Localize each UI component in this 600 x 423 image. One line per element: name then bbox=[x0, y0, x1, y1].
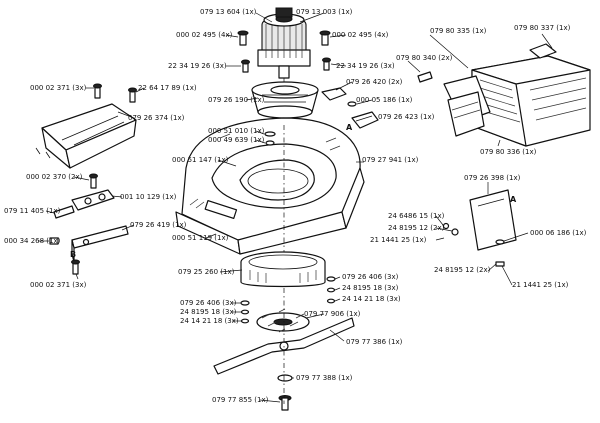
label-deck-119: 000 51 119 (1x) bbox=[172, 234, 229, 242]
label-bolt-left: 24 14 21 18 (3x) bbox=[180, 317, 239, 325]
label-box-340: 079 80 340 (2x) bbox=[396, 54, 453, 62]
motor-base bbox=[251, 81, 319, 119]
hinge-129 bbox=[71, 189, 115, 211]
label-ring-639: 000 49 639 (1x) bbox=[208, 136, 265, 144]
mark-b: B bbox=[70, 250, 76, 259]
grass-box bbox=[471, 43, 591, 147]
nut-288 bbox=[49, 237, 59, 245]
label-screw-motor-left: 000 02 495 (4x) bbox=[176, 31, 233, 39]
bolt-370 bbox=[89, 173, 98, 189]
label-screw-cover-left: 22 34 19 26 (3x) bbox=[168, 62, 227, 70]
axle-405 bbox=[53, 205, 75, 219]
label-ring-260: 079 25 260 (1x) bbox=[178, 268, 235, 276]
label-deck-147: 000 51 147 (1x) bbox=[172, 156, 229, 164]
cover-pin bbox=[128, 87, 137, 103]
rear-plate bbox=[469, 189, 517, 251]
label-deck: 079 27 941 (1x) bbox=[362, 156, 419, 164]
label-hinge-129: 001 10 129 (1x) bbox=[120, 193, 177, 201]
mark-a-right: A bbox=[510, 195, 517, 204]
label-screw-motor-right: 000 02 495 (4x) bbox=[332, 31, 389, 39]
motor-screw-right bbox=[319, 30, 331, 46]
cover-screw-left bbox=[241, 59, 250, 73]
grass-box-lid bbox=[443, 75, 491, 137]
label-nut-288: 000 34 268 (1x) bbox=[4, 237, 61, 245]
label-washer-186: 000 05 186 (1x) bbox=[356, 96, 413, 104]
label-part-423: 079 26 423 (1x) bbox=[378, 113, 435, 121]
label-motor-base: 079 26 190 (1x) bbox=[208, 96, 265, 104]
label-bracket-420: 079 26 420 (2x) bbox=[346, 78, 403, 86]
label-motor-left: 079 13 604 (1x) bbox=[200, 8, 257, 16]
label-blade-washer: 079 77 388 (1x) bbox=[296, 374, 353, 382]
stack-washers-left bbox=[240, 300, 250, 324]
bracket-420 bbox=[321, 87, 347, 101]
box-pin-340 bbox=[417, 71, 433, 83]
cover-screw-right bbox=[322, 57, 331, 71]
part-423 bbox=[351, 111, 379, 129]
label-box-337: 079 80 337 (1x) bbox=[514, 24, 571, 32]
label-box-336: 079 80 336 (1x) bbox=[480, 148, 537, 156]
label-screw-cover-right: 22 34 19 26 (3x) bbox=[336, 62, 395, 70]
deck-ring-639 bbox=[265, 140, 275, 146]
label-rp-64861: 24 6486 15 (1x) bbox=[388, 212, 445, 220]
label-cover-pin: 22 64 17 89 (1x) bbox=[138, 84, 197, 92]
blade-washer bbox=[277, 374, 293, 382]
label-plate-398: 079 26 398 (1x) bbox=[464, 174, 521, 182]
label-bracket-419: 079 26 419 (1x) bbox=[130, 221, 187, 229]
cover-screw bbox=[93, 83, 102, 99]
fan bbox=[256, 308, 310, 333]
cover bbox=[35, 103, 137, 169]
label-wash-left: 24 8195 18 (3x) bbox=[180, 308, 237, 316]
label-bolt-370: 000 02 370 (2x) bbox=[26, 173, 83, 181]
mark-a: A bbox=[346, 123, 353, 132]
label-ring-010: 000 51 010 (1x) bbox=[208, 127, 265, 135]
bottom-screw bbox=[71, 259, 80, 275]
leader-lines bbox=[38, 12, 553, 403]
label-blade-bolt: 079 77 855 (1x) bbox=[212, 396, 269, 404]
motor-screw-left bbox=[237, 30, 249, 46]
blade-bolt bbox=[278, 395, 292, 411]
ring-260 bbox=[240, 251, 326, 288]
label-cover-screw: 000 02 371 (3x) bbox=[30, 84, 87, 92]
label-screw-bottom: 000 02 371 (3x) bbox=[30, 281, 87, 289]
label-bolt-right: 24 14 21 18 (3x) bbox=[342, 295, 401, 303]
rear-plate-hardware bbox=[442, 222, 505, 267]
label-blade: 079 77 386 (1x) bbox=[346, 338, 403, 346]
label-box-335: 079 80 335 (1x) bbox=[430, 27, 487, 35]
label-axle-405: 079 11 405 (1x) bbox=[4, 207, 61, 215]
label-wash-right: 24 8195 18 (3x) bbox=[342, 284, 399, 292]
label-fan: 079 77 906 (1x) bbox=[304, 310, 361, 318]
label-rp-1441: 21 1441 25 (1x) bbox=[370, 236, 427, 244]
label-collar-406-right: 079 26 406 (3x) bbox=[342, 273, 399, 281]
label-rp-81951: 24 8195 12 (2x) bbox=[388, 224, 445, 232]
label-rp-05186: 000 06 186 (1x) bbox=[530, 229, 587, 237]
washer-186 bbox=[347, 101, 357, 107]
deck-ring-010 bbox=[264, 131, 276, 137]
label-rp-14412: 21 1441 25 (1x) bbox=[512, 281, 569, 289]
label-rp-81952: 24 8195 12 (2x) bbox=[434, 266, 491, 274]
stack-washers-right bbox=[326, 276, 336, 304]
label-motor-right: 079 13 003 (1x) bbox=[296, 8, 353, 16]
part-labels: 079 13 604 (1x) 079 13 003 (1x) 000 02 4… bbox=[4, 8, 587, 404]
bracket-419 bbox=[71, 225, 129, 263]
cutter-deck bbox=[175, 117, 365, 262]
label-cover: 079 26 374 (1x) bbox=[128, 114, 185, 122]
label-collar-406-left: 079 26 406 (3x) bbox=[180, 299, 237, 307]
